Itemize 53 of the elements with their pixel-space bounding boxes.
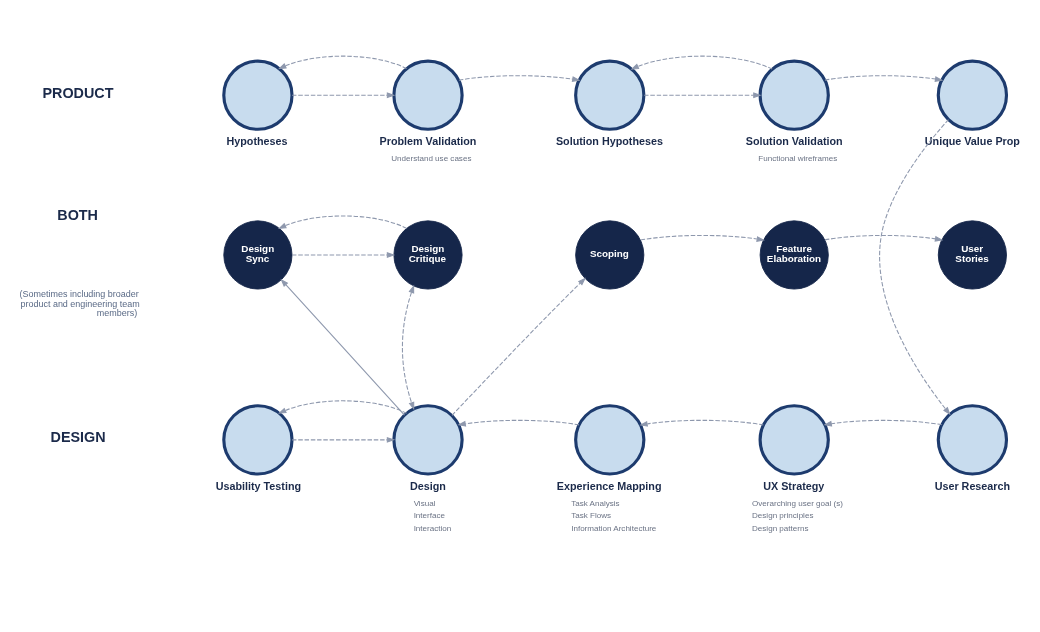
arrow bbox=[824, 75, 944, 82]
arrow bbox=[280, 278, 406, 416]
node-label: Overarching user goal (s) bbox=[752, 498, 843, 508]
arrow bbox=[643, 92, 762, 99]
label: BOTH bbox=[57, 206, 98, 223]
arrow bbox=[640, 234, 766, 242]
arrow bbox=[291, 436, 396, 443]
node-label: Interface bbox=[413, 511, 446, 521]
arrow bbox=[639, 419, 764, 427]
node-label: Design patterns bbox=[752, 523, 809, 533]
arrow bbox=[630, 55, 773, 70]
arrow bbox=[291, 92, 396, 99]
node-circle bbox=[758, 59, 830, 131]
label: (Sometimes including broader product and engineering team members) bbox=[19, 288, 140, 319]
node-circle bbox=[758, 404, 830, 476]
arrow bbox=[277, 55, 408, 70]
label: PRODUCT bbox=[42, 84, 114, 101]
arrow bbox=[277, 400, 408, 414]
node-label: Solution Validation bbox=[745, 135, 843, 148]
node-label: Problem Validation bbox=[379, 135, 477, 148]
arrow bbox=[824, 234, 944, 242]
node-circle: Design Critique bbox=[393, 220, 463, 290]
arrow bbox=[277, 215, 408, 229]
node-label: Solution Hypotheses bbox=[555, 135, 663, 148]
node-circle bbox=[574, 59, 646, 131]
node-label: Understand use cases bbox=[391, 153, 472, 163]
node-label: Interaction bbox=[413, 523, 452, 533]
node-label: Functional wireframes bbox=[758, 153, 838, 163]
node-label: Visual bbox=[413, 498, 436, 508]
node-circle: Feature Elaboration bbox=[759, 220, 829, 290]
arrow bbox=[879, 119, 951, 416]
node-label: Hypotheses bbox=[226, 135, 288, 148]
node-label: User Research bbox=[934, 479, 1011, 492]
node-label: Usability Testing bbox=[215, 479, 302, 492]
arrow bbox=[457, 419, 580, 427]
node-label: UX Strategy bbox=[763, 479, 825, 492]
arrow bbox=[823, 419, 943, 427]
node-circle bbox=[392, 59, 464, 131]
arrow bbox=[458, 75, 581, 83]
node-label: Unique Value Prop bbox=[924, 135, 1020, 148]
node-label: Task Analysis bbox=[571, 498, 620, 508]
arrow bbox=[401, 284, 415, 411]
node-label: Task Flows bbox=[571, 511, 612, 521]
label: DESIGN bbox=[50, 429, 106, 446]
node-label: Design bbox=[410, 479, 446, 492]
node-label: Experience Mapping bbox=[556, 479, 662, 492]
node-label: Information Architecture bbox=[571, 523, 657, 533]
node-circle bbox=[574, 404, 646, 476]
node-circle: User Stories bbox=[937, 220, 1007, 290]
node-circle bbox=[392, 404, 464, 476]
node-label: Design principles bbox=[752, 511, 814, 521]
arrow bbox=[291, 252, 396, 258]
arrow bbox=[451, 277, 586, 416]
